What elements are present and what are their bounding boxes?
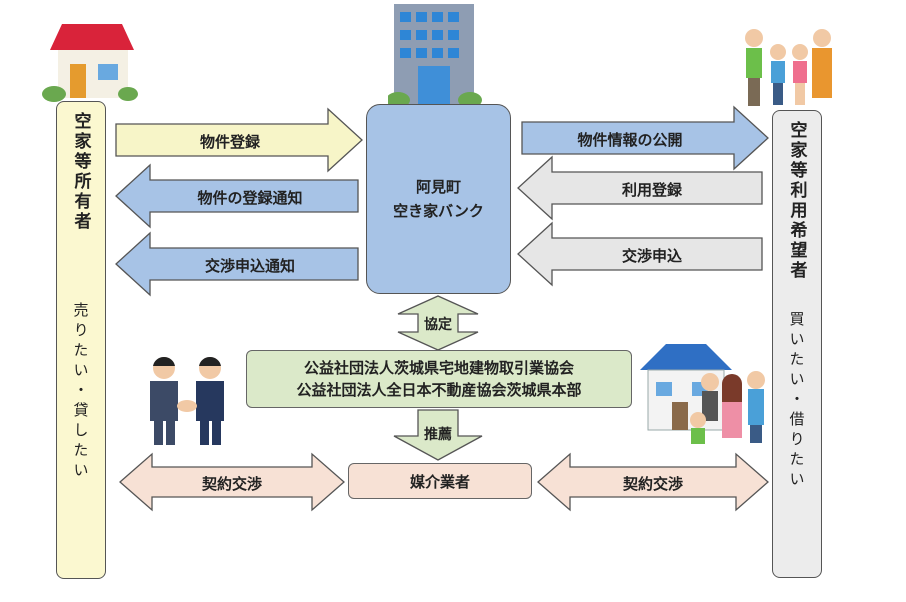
arrow-negotiation-request xyxy=(517,221,763,287)
broker-box: 媒介業者 xyxy=(348,463,532,499)
label-contract-left: 契約交渉 xyxy=(201,475,262,493)
user-subtitle: 買いたい・借りたい xyxy=(787,311,806,491)
owner-title: 空家等所有者 xyxy=(70,112,91,232)
association-line1: 公益社団法人茨城県宅地建物取引業協会 xyxy=(303,359,574,377)
associations-box: 公益社団法人茨城県宅地建物取引業協会 公益社団法人全日本不動産協会茨城県本部 xyxy=(246,350,632,408)
family-icon xyxy=(745,29,832,106)
arrow-user-registration xyxy=(517,155,763,221)
bank-line2: 空き家バンク xyxy=(393,202,484,220)
office-building-icon xyxy=(388,4,482,104)
user-title: 空家等利用希望者 xyxy=(786,121,807,281)
label-property-info-publish: 物件情報の公開 xyxy=(577,131,683,149)
label-registration-notice: 物件の登録通知 xyxy=(197,189,303,207)
association-line2: 公益社団法人全日本不動産協会茨城県本部 xyxy=(296,381,582,399)
owner-subtitle: 売りたい・貸したい xyxy=(71,302,90,482)
house-icon xyxy=(42,24,138,102)
arrow-property-info-publish xyxy=(521,105,769,171)
arrow-property-registration xyxy=(115,107,363,173)
label-recommendation: 推薦 xyxy=(424,427,452,443)
bank-line1: 阿見町 xyxy=(415,178,461,196)
arrow-recommendation xyxy=(393,409,483,461)
arrow-negotiation-notice xyxy=(115,231,359,297)
label-agreement: 協定 xyxy=(424,317,452,333)
label-contract-right: 契約交渉 xyxy=(622,475,683,493)
label-negotiation-request: 交渉申込 xyxy=(621,247,682,265)
label-user-registration: 利用登録 xyxy=(621,181,682,199)
house-family-icon xyxy=(640,344,765,444)
arrow-contract-right xyxy=(537,452,769,512)
owner-box: 空家等所有者 売りたい・貸したい xyxy=(56,101,106,579)
arrow-registration-notice xyxy=(115,163,359,229)
label-negotiation-notice: 交渉申込通知 xyxy=(204,257,295,275)
akiya-bank-box: 阿見町 空き家バンク xyxy=(366,104,511,294)
label-property-registration: 物件登録 xyxy=(199,133,260,151)
arrow-contract-left xyxy=(119,452,345,512)
handshake-people-icon xyxy=(150,356,224,445)
user-box: 空家等利用希望者 買いたい・借りたい xyxy=(772,110,822,578)
